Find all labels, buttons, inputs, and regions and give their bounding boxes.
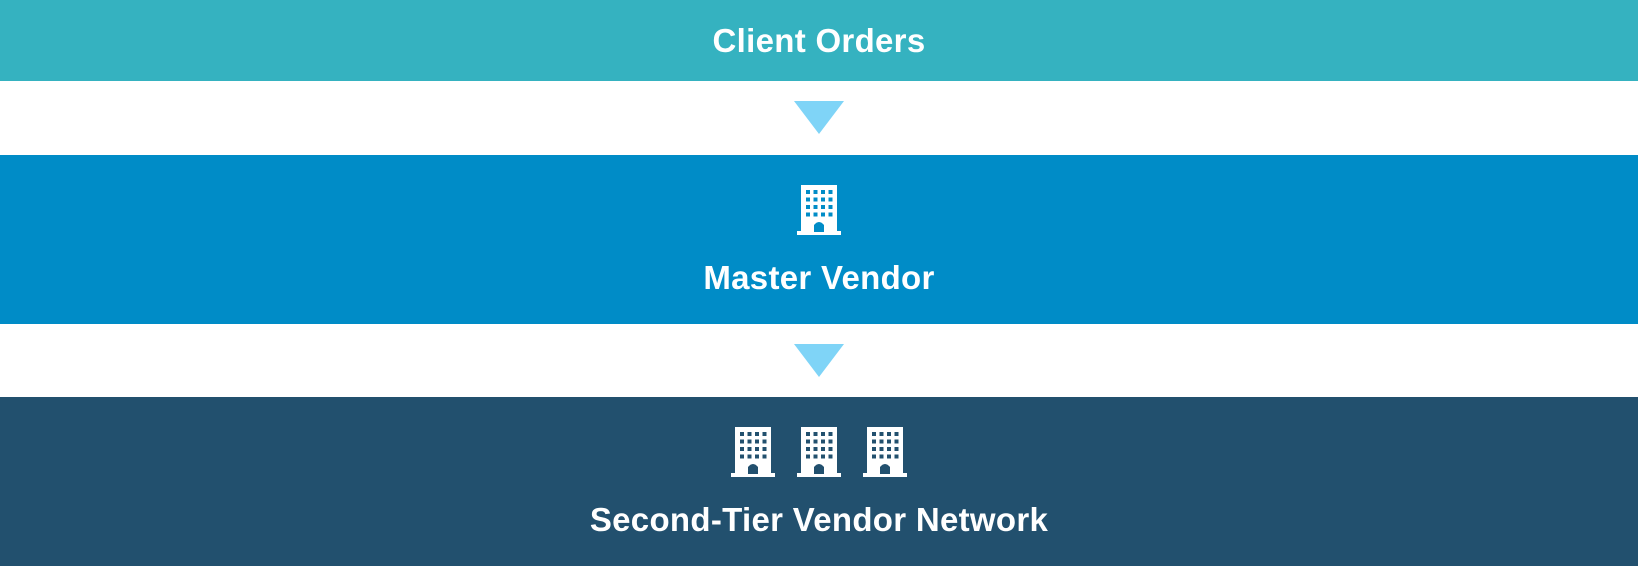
second-tier-vendor-icons — [731, 427, 907, 477]
master-vendor-label: Master Vendor — [703, 259, 935, 296]
master-vendor-band: Master Vendor — [0, 155, 1638, 324]
second-tier-vendor-band: Second-Tier Vendor Network — [0, 397, 1638, 566]
client-orders-label: Client Orders — [712, 22, 926, 59]
arrow-down-icon — [794, 344, 844, 377]
building-icon — [863, 427, 907, 477]
building-icon — [797, 185, 841, 235]
second-tier-vendor-label: Second-Tier Vendor Network — [589, 501, 1049, 538]
building-icon — [731, 427, 775, 477]
arrow-down-icon — [794, 101, 844, 134]
building-icon — [797, 427, 841, 477]
master-vendor-icons — [797, 185, 841, 235]
client-orders-band: Client Orders — [0, 0, 1638, 81]
